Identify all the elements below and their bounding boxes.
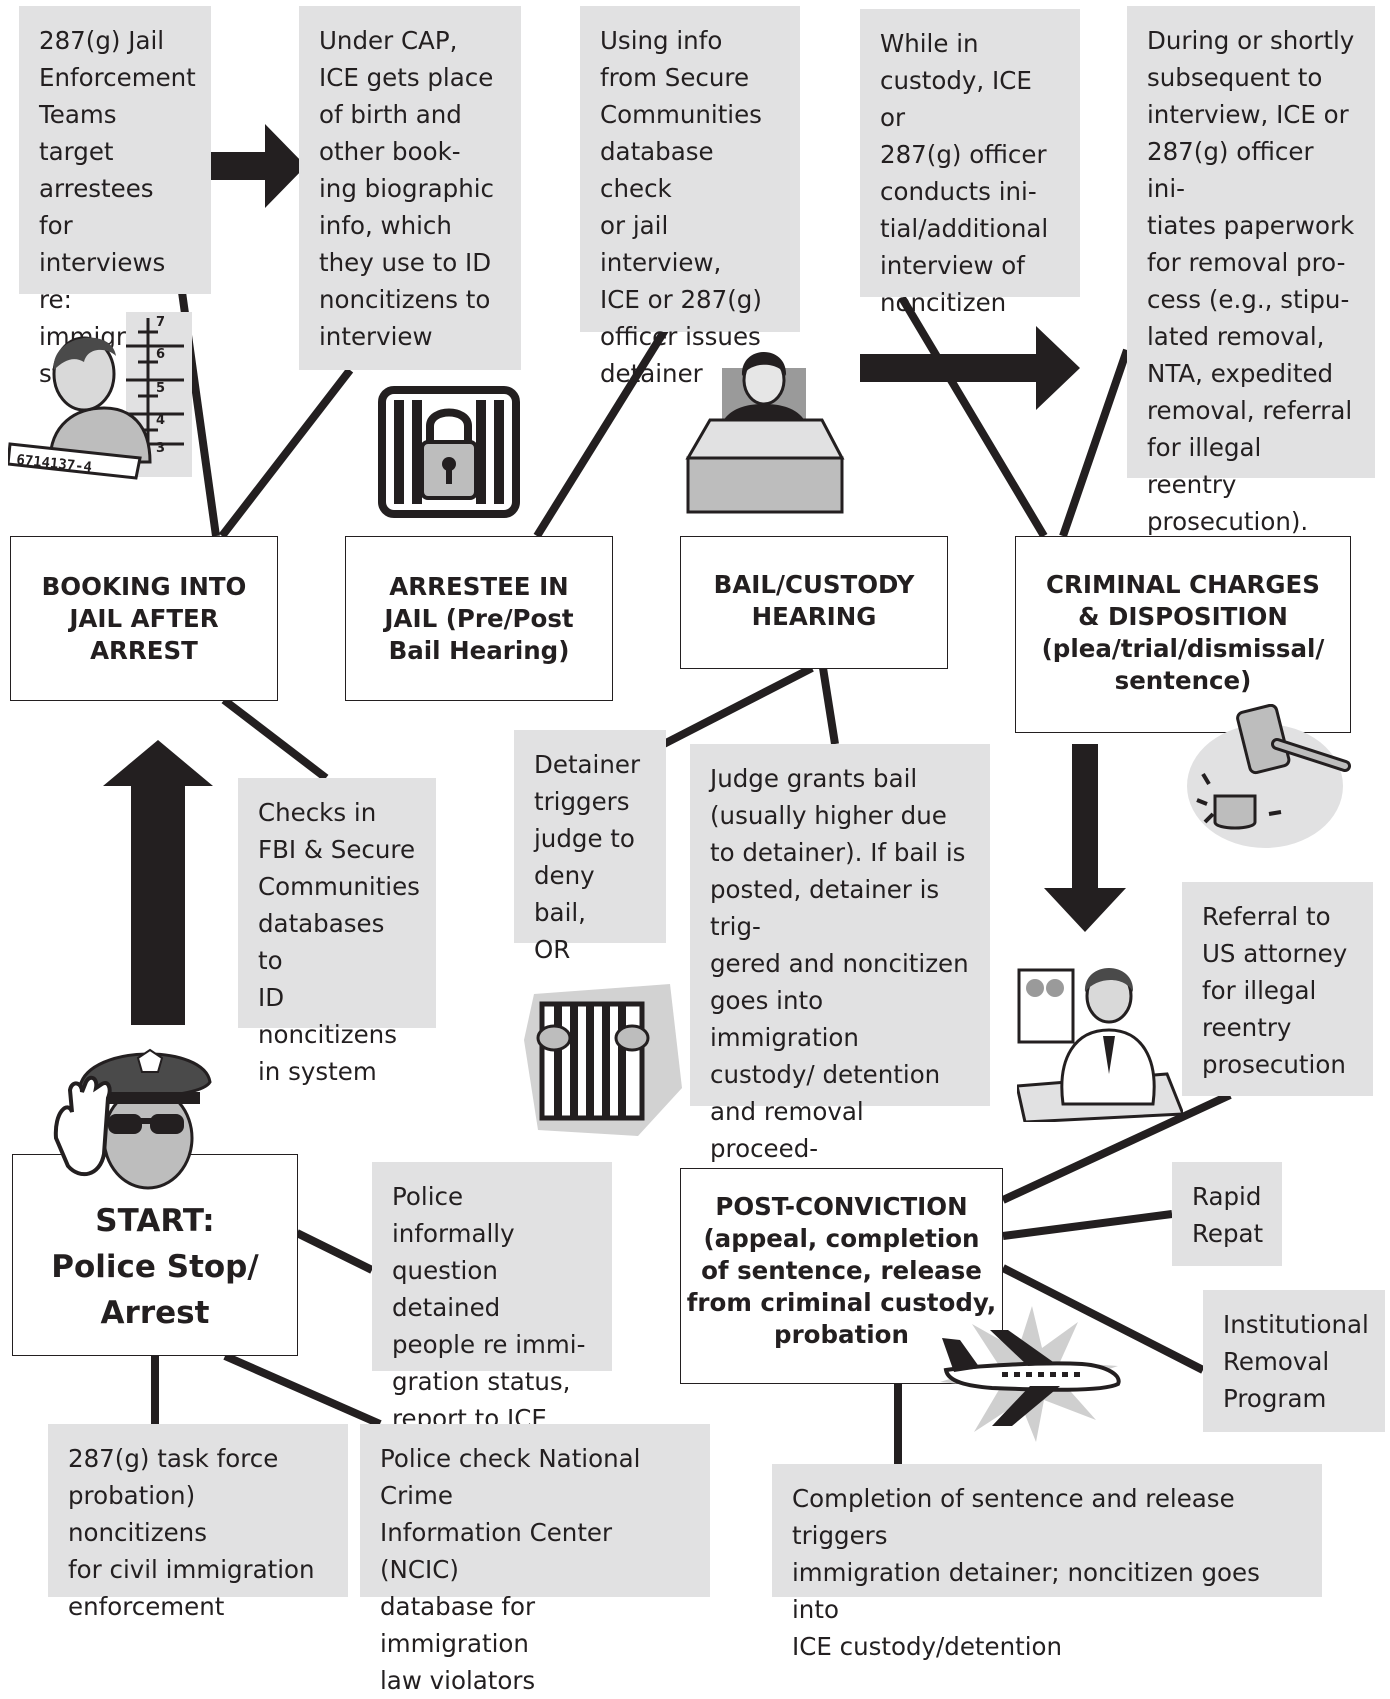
connector-line (221, 696, 329, 782)
police-officer-icon (53, 1048, 212, 1190)
judge-icon (685, 352, 845, 514)
stage-criminal-charges: CRIMINAL CHARGES & DISPOSITION (plea/tri… (1015, 536, 1351, 733)
connector-line (223, 1352, 382, 1428)
height-mark: 7 (156, 315, 165, 330)
note-fbi-checks: Checks in FBI & Secure Communities datab… (238, 778, 436, 1086)
height-mark: 4 (156, 413, 165, 428)
arrow-right (210, 124, 306, 208)
note-police-question: Police informally question detained peop… (372, 1162, 612, 1433)
stage-booking: BOOKING INTO JAIL AFTER ARREST (10, 536, 278, 701)
note-task-force: 287(g) task force probation) noncitizens… (48, 1424, 348, 1621)
jail-lock-icon (378, 386, 520, 518)
connector-layer (103, 124, 1232, 1464)
arrow-down (1044, 744, 1126, 932)
height-mark: 5 (156, 381, 165, 396)
connector-line (295, 1229, 374, 1274)
connector-line (218, 367, 354, 539)
connector-line (1001, 1091, 1232, 1204)
connector-line (658, 664, 814, 750)
note-jail-teams: 287(g) Jail Enforcement Teams target arr… (19, 6, 211, 388)
attorney-icon (1017, 968, 1183, 1122)
connector-line (1002, 1210, 1173, 1240)
connector-line (533, 327, 669, 539)
height-mark: 6 (156, 347, 165, 362)
connector-line (819, 667, 839, 745)
arrow-up (103, 740, 213, 1025)
airplane-icon (940, 1306, 1121, 1442)
connector-line (898, 295, 1048, 539)
note-custody-interview: While in custody, ICE or 287(g) officer … (860, 9, 1080, 317)
hands-bars-icon (524, 984, 682, 1136)
connector-line (1001, 1264, 1205, 1374)
note-secure-communities: Using info from Secure Communities datab… (580, 6, 800, 388)
note-rapid-repat: Rapid Repat (1172, 1162, 1282, 1266)
stage-arrestee-in-jail: ARRESTEE IN JAIL (Pre/Post Bail Hearing) (345, 536, 613, 701)
connector-line (1059, 348, 1131, 538)
note-ncic: Police check National Crime Information … (360, 1424, 710, 1695)
note-completion-sentence: Completion of sentence and release trigg… (772, 1464, 1322, 1661)
mugshot-board-number: 6714137-4 (16, 452, 93, 476)
stage-bail-hearing: BAIL/CUSTODY HEARING (680, 536, 948, 669)
arrow-right (860, 326, 1080, 410)
note-judge-grants-bail: Judge grants bail (usually higher due to… (690, 744, 990, 1200)
note-detainer-deny-bail: Detainer triggers judge to deny bail, OR (514, 730, 666, 964)
note-institutional-removal: Institutional Removal Program (1203, 1290, 1385, 1432)
note-cap: Under CAP, ICE gets place of birth and o… (299, 6, 521, 370)
note-removal-paperwork: During or shortly subsequent to intervie… (1127, 6, 1375, 536)
note-referral-attorney: Referral to US attorney for illegal reen… (1182, 882, 1373, 1096)
height-mark: 3 (156, 441, 165, 456)
mugshot-icon: 7 6 5 4 3 6714137-4 (8, 312, 192, 480)
gavel-icon (1187, 704, 1351, 848)
